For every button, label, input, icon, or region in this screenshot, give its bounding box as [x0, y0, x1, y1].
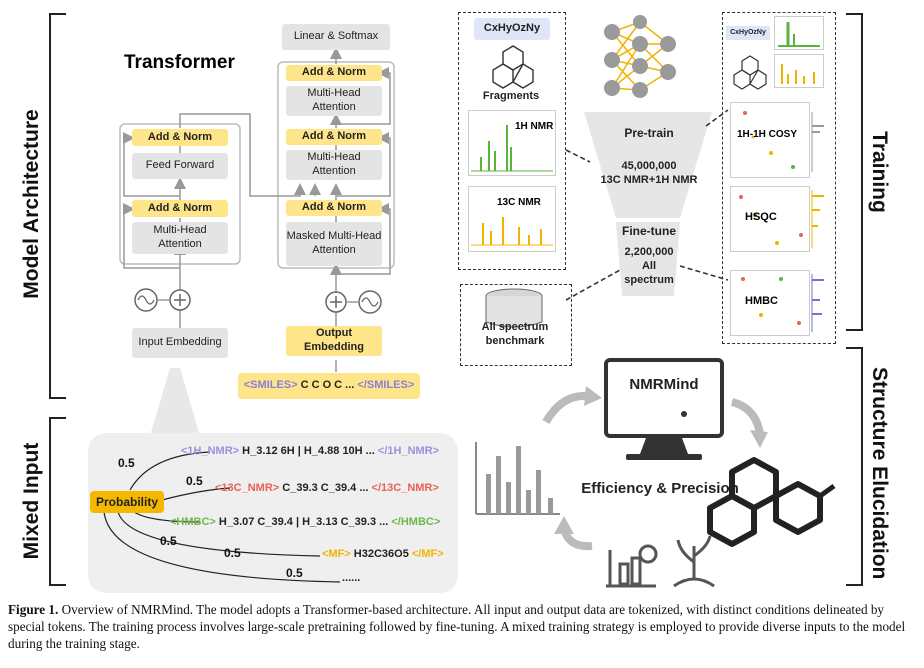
- finetune-description-1: All: [641, 260, 657, 273]
- probability-badge: Probability: [90, 491, 164, 513]
- finetune-label: Fine-tune: [622, 223, 676, 238]
- finetune-data-panel: [722, 12, 836, 344]
- training-dashed-links: [565, 109, 729, 301]
- hsqc-side-trace: [811, 190, 824, 248]
- token-hmbc-close: </HMBC>: [391, 516, 441, 528]
- token-mf-open: <MF>: [322, 548, 351, 560]
- finetune-description-2: spectrum: [624, 274, 674, 287]
- prob-hmbc: 0.5: [160, 534, 177, 548]
- molecule-fragment-icon: [492, 45, 534, 89]
- cosy-side-trace: [811, 112, 824, 172]
- encoder-add-norm-top: Add & Norm: [132, 129, 228, 146]
- decoder-add-norm-2: Add & Norm: [286, 129, 382, 145]
- transformer-title: Transformer: [124, 52, 235, 73]
- prob-mf: 0.5: [224, 546, 241, 560]
- hmbc-label: HMBC: [745, 295, 778, 307]
- linear-softmax: Linear & Softmax: [282, 24, 390, 50]
- smiles-token-bar: <SMILES> C C O C ... </SMILES>: [238, 373, 420, 399]
- token-1h-nmr-open: <1H_NMR>: [181, 445, 240, 457]
- efficiency-precision-label: Efficiency & Precision: [581, 479, 739, 497]
- smiles-close-tag: </SMILES>: [357, 379, 415, 392]
- prob-more: 0.5: [286, 566, 303, 580]
- nmrmind-app-name: NMRMind: [629, 375, 699, 393]
- token-mf-close: </MF>: [411, 548, 444, 560]
- output-embedding: Output Embedding: [286, 326, 382, 356]
- elucidation-graphics: [475, 358, 836, 588]
- token-mf: <MF> H32C36O5 </MF>: [322, 548, 444, 560]
- decoder-multi-head-attention-1: Multi-Head Attention: [286, 86, 382, 116]
- decoder-add-norm-1: Add & Norm: [286, 65, 382, 81]
- cosy-spectrum: 1H-1H COSY: [730, 102, 810, 178]
- decoder-multi-head-attention-2: Multi-Head Attention: [286, 150, 382, 180]
- pretrain-label: Pre-train: [624, 125, 674, 140]
- token-1h-nmr: <1H_NMR> H_3.12 6H | H_4.88 10H ... </1H…: [181, 445, 439, 457]
- database-icon: [485, 288, 543, 328]
- c-nmr-spectrum: 13C NMR: [468, 186, 556, 252]
- pretrain-data-panel: [458, 12, 566, 270]
- mini-molecule-icon: [733, 55, 767, 90]
- smiles-body: C C O C ...: [297, 379, 358, 392]
- token-13c-nmr-body: C_39.3 C_39.4 ...: [279, 482, 372, 494]
- h-nmr-spectrum: 1H NMR: [468, 110, 556, 176]
- hsqc-spectrum: HSQC: [730, 186, 810, 252]
- token-1h-nmr-body: H_3.12 6H | H_4.88 10H ...: [239, 445, 378, 457]
- encoder-multi-head-attention: Multi-Head Attention: [132, 222, 228, 254]
- decoder-add-norm-3: Add & Norm: [286, 200, 382, 216]
- fragments-label: Fragments: [482, 90, 540, 103]
- formula-badge: CxHyOzNy: [474, 18, 550, 40]
- encoder-add-norm-bottom: Add & Norm: [132, 200, 228, 217]
- token-more: ......: [342, 572, 361, 584]
- token-1h-nmr-close: </1H_NMR>: [377, 445, 440, 457]
- pretrain-count: 45,000,000: [621, 160, 677, 173]
- caption-text: Overview of NMRMind. The model adopts a …: [8, 602, 906, 651]
- neural-network-icon: [604, 15, 676, 98]
- decoder-masked-multi-head-attention: Masked Multi-Head Attention: [286, 222, 382, 266]
- training-funnel: [584, 112, 712, 296]
- finetune-count: 2,200,000: [624, 246, 674, 259]
- benchmark-label: All spectrum benchmark: [481, 321, 549, 347]
- token-13c-nmr-close: </13C_NMR>: [371, 482, 439, 494]
- token-13c-nmr-open: <13C_NMR>: [215, 482, 280, 494]
- input-embedding: Input Embedding: [132, 328, 228, 358]
- pretrain-description: 13C NMR+1H NMR: [600, 174, 698, 187]
- mini-h-nmr: [774, 16, 824, 50]
- h-nmr-label: 1H NMR: [515, 121, 554, 132]
- formula-badge-small: CxHyOzNy: [726, 26, 770, 40]
- c-nmr-label: 13C NMR: [497, 197, 541, 208]
- mini-c-nmr: [774, 54, 824, 88]
- benchmark-panel: [460, 284, 572, 366]
- token-hmbc-body: H_3.07 C_39.4 | H_3.13 C_39.3 ...: [215, 516, 392, 528]
- token-hmbc: <HMBC> H_3.07 C_39.4 | H_3.13 C_39.3 ...…: [170, 516, 440, 528]
- prob-1h-nmr: 0.5: [118, 456, 135, 470]
- encoder-feed-forward: Feed Forward: [132, 153, 228, 179]
- section-brackets: [49, 13, 863, 586]
- mixed-input-background: [88, 368, 458, 593]
- figure-caption: Figure 1. Overview of NMRMind. The model…: [8, 601, 916, 652]
- cosy-label: 1H-1H COSY: [737, 129, 798, 140]
- hsqc-label: HSQC: [745, 211, 777, 223]
- token-13c-nmr: <13C_NMR> C_39.3 C_39.4 ... </13C_NMR>: [215, 482, 439, 494]
- caption-label: Figure 1.: [8, 602, 59, 617]
- prob-13c-nmr: 0.5: [186, 474, 203, 488]
- smiles-open-tag: <SMILES>: [243, 379, 298, 392]
- token-hmbc-open: <HMBC>: [170, 516, 216, 528]
- hmbc-spectrum: HMBC: [730, 270, 810, 336]
- hmbc-side-trace: [811, 274, 824, 332]
- token-mf-body: H32C36O5: [350, 548, 412, 560]
